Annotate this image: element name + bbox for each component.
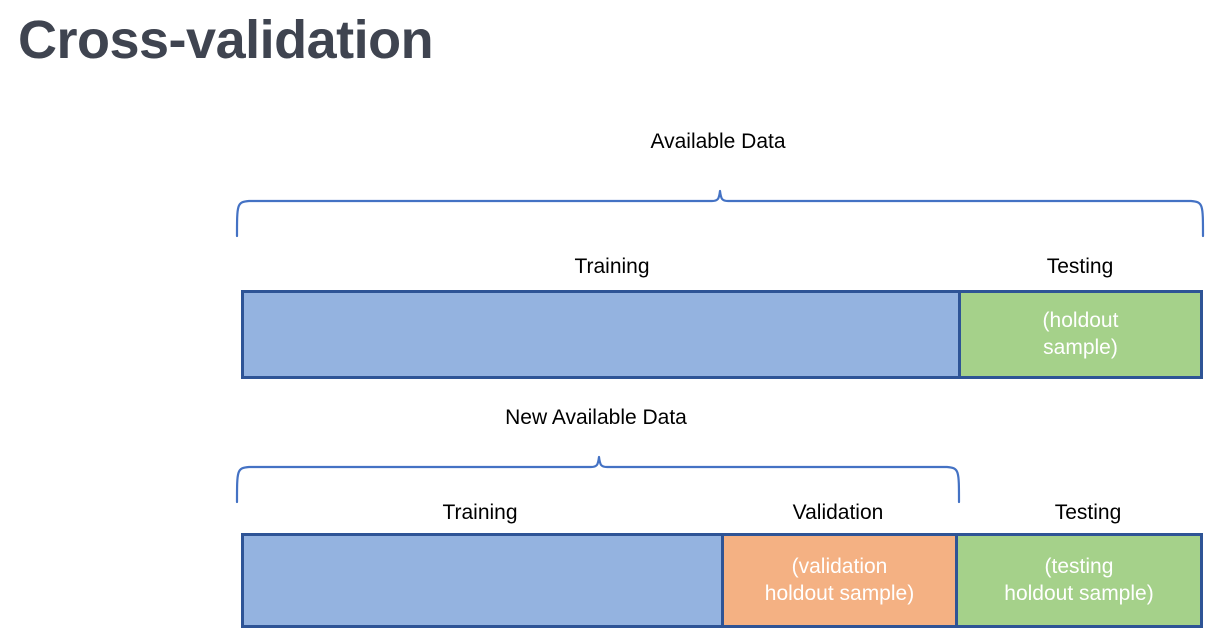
bottom-validation-label: Validation <box>792 501 884 524</box>
segment-testing-top-line2: sample) <box>1043 335 1118 359</box>
new-available-data-label: New Available Data <box>505 406 687 429</box>
new-available-data-brace-icon <box>235 455 961 504</box>
available-data-bar: (holdout sample) <box>241 290 1203 379</box>
segment-testing-bottom-line1: (testing <box>1044 554 1114 578</box>
top-testing-label: Testing <box>1046 255 1114 278</box>
segment-testing-top-line1: (holdout <box>1042 308 1119 332</box>
available-data-label: Available Data <box>650 130 786 153</box>
segment-testing-bottom-line2: holdout sample) <box>1004 581 1154 605</box>
segment-testing-bottom: (testing holdout sample) <box>955 536 1200 625</box>
page-title: Cross-validation <box>18 10 434 70</box>
segment-validation-bottom-line1: (validation <box>791 554 888 578</box>
segment-validation-bottom-line2: holdout sample) <box>764 581 915 605</box>
available-data-brace-icon <box>235 189 1205 238</box>
bottom-testing-label: Testing <box>1054 501 1122 524</box>
segment-training-top <box>244 293 958 376</box>
top-training-label: Training <box>574 255 650 278</box>
segment-validation-bottom: (validation holdout sample) <box>721 536 955 625</box>
new-available-data-bar: (validation holdout sample) (testing hol… <box>241 533 1203 628</box>
bottom-training-label: Training <box>442 501 518 524</box>
segment-training-bottom <box>244 536 721 625</box>
segment-testing-top: (holdout sample) <box>958 293 1200 376</box>
